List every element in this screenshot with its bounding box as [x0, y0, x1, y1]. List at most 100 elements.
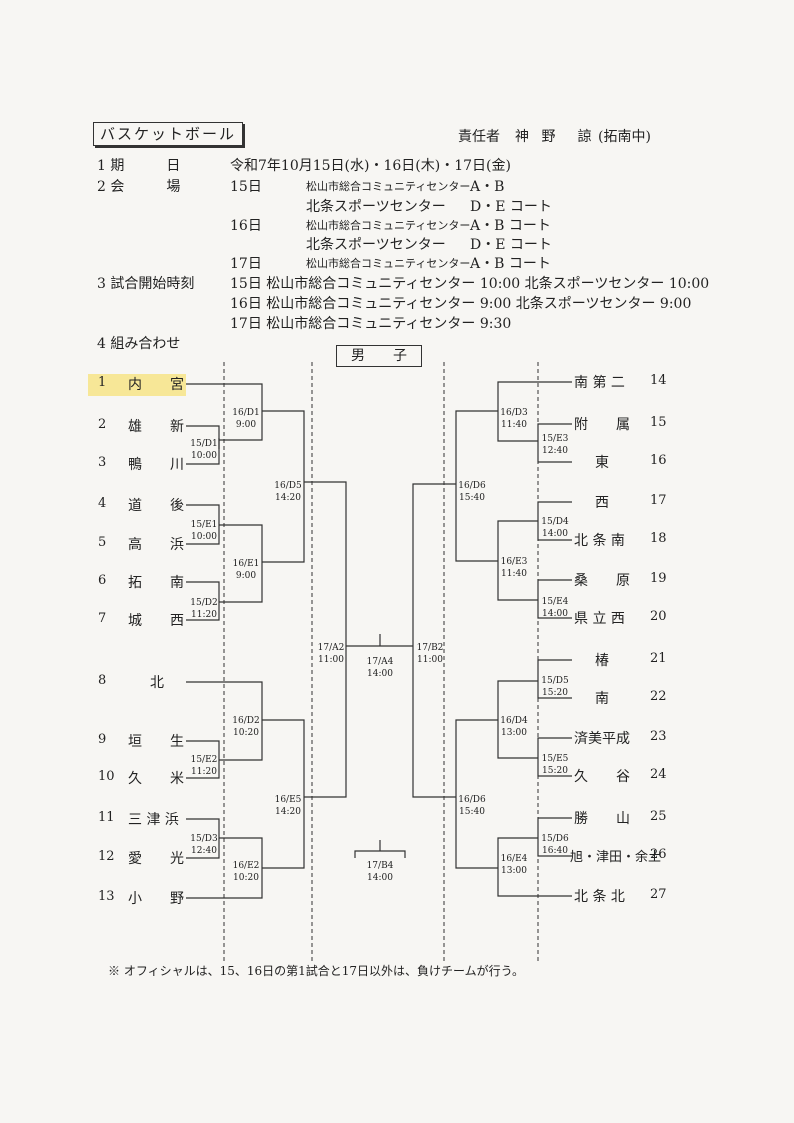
- team-number: 14: [650, 373, 667, 388]
- team-number: 7: [98, 611, 107, 626]
- bracket-label: 4 組み合わせ: [97, 336, 181, 352]
- venue-courts: A・B コート: [470, 256, 551, 272]
- venue-place: 松山市総合コミュニティセンター: [306, 219, 471, 232]
- team-number: 10: [98, 769, 115, 784]
- team-name: 桑 原: [574, 573, 630, 589]
- team-number: 17: [650, 493, 667, 508]
- team-name: 勝 山: [574, 811, 630, 827]
- team-number: 19: [650, 571, 667, 586]
- person-name: 神 野 諒: [515, 129, 596, 145]
- venue-day: 15日: [230, 179, 262, 195]
- team-name: 東: [595, 455, 609, 471]
- team-number: 27: [650, 887, 667, 902]
- team-number: 11: [98, 810, 115, 825]
- team-name: 南: [595, 691, 609, 707]
- team-name: 北: [150, 675, 164, 691]
- team-number: 5: [98, 535, 107, 550]
- date-value: 令和7年10月15日(水)・16日(木)・17日(金): [230, 158, 511, 174]
- team-number: 23: [650, 729, 667, 744]
- venue-place: 松山市総合コミュニティセンター: [306, 257, 471, 270]
- division-label: 男 子: [336, 345, 422, 367]
- team-number: 25: [650, 809, 667, 824]
- team-name: 垣 生: [128, 734, 184, 750]
- team-number: 3: [98, 455, 107, 470]
- team-name: 県 立 西: [574, 611, 625, 627]
- team-name: 小 野: [128, 891, 184, 907]
- team-name: 内 宮: [128, 377, 184, 393]
- team-number: 16: [650, 453, 667, 468]
- team-name: 附 属: [574, 417, 630, 433]
- venue-courts: D・E コート: [470, 237, 552, 253]
- start-time: 16日 松山市総合コミュニティセンター 9:00 北条スポーツセンター 9:00: [230, 296, 692, 312]
- team-name: 高 浜: [128, 537, 184, 553]
- venue-place: 松山市総合コミュニティセンター: [306, 180, 471, 193]
- highlight-marker: [88, 374, 186, 396]
- venue-day: 16日: [230, 218, 262, 234]
- team-name: 久 米: [128, 771, 184, 787]
- team-name: 城 西: [128, 613, 184, 629]
- venue-day: 17日: [230, 256, 262, 272]
- date-label: 1 期 日: [97, 158, 181, 174]
- team-name: 済美平成: [574, 731, 630, 747]
- team-name: 西: [595, 495, 609, 511]
- team-name: 鴨 川: [128, 457, 184, 473]
- team-name: 道 後: [128, 498, 184, 514]
- team-name: 三 津 浜: [128, 812, 179, 828]
- team-name: 北 条 北: [574, 889, 625, 905]
- team-name: 拓 南: [128, 575, 184, 591]
- venue-place: 北条スポーツセンター: [306, 237, 446, 253]
- team-name: 北 条 南: [574, 533, 625, 549]
- team-number: 9: [98, 732, 107, 747]
- venue-courts: A・B: [470, 179, 505, 195]
- team-number: 6: [98, 573, 107, 588]
- venue-courts: D・E コート: [470, 199, 552, 215]
- team-number: 13: [98, 889, 115, 904]
- team-number: 22: [650, 689, 667, 704]
- venue-courts: A・B コート: [470, 218, 551, 234]
- team-number: 2: [98, 417, 107, 432]
- team-number: 8: [98, 673, 107, 688]
- footnote: ※ オフィシャルは、15、16日の第1試合と17日以外は、負けチームが行う。: [108, 964, 524, 978]
- team-name: 久 谷: [574, 769, 630, 785]
- team-number: 26: [650, 847, 667, 862]
- venue-place: 北条スポーツセンター: [306, 199, 446, 215]
- team-number: 18: [650, 531, 667, 546]
- team-name: 南 第 二: [574, 375, 625, 391]
- team-number: 24: [650, 767, 667, 782]
- team-number: 21: [650, 651, 667, 666]
- venue-label: 2 会 場: [97, 179, 181, 195]
- page-title: バスケットボール: [93, 122, 243, 146]
- team-name: 旭・津田・余土: [570, 850, 662, 865]
- team-number: 1: [98, 375, 107, 390]
- team-name: 雄 新: [128, 419, 184, 435]
- person-school: (拓南中): [598, 129, 651, 145]
- team-number: 15: [650, 415, 667, 430]
- team-number: 12: [98, 849, 115, 864]
